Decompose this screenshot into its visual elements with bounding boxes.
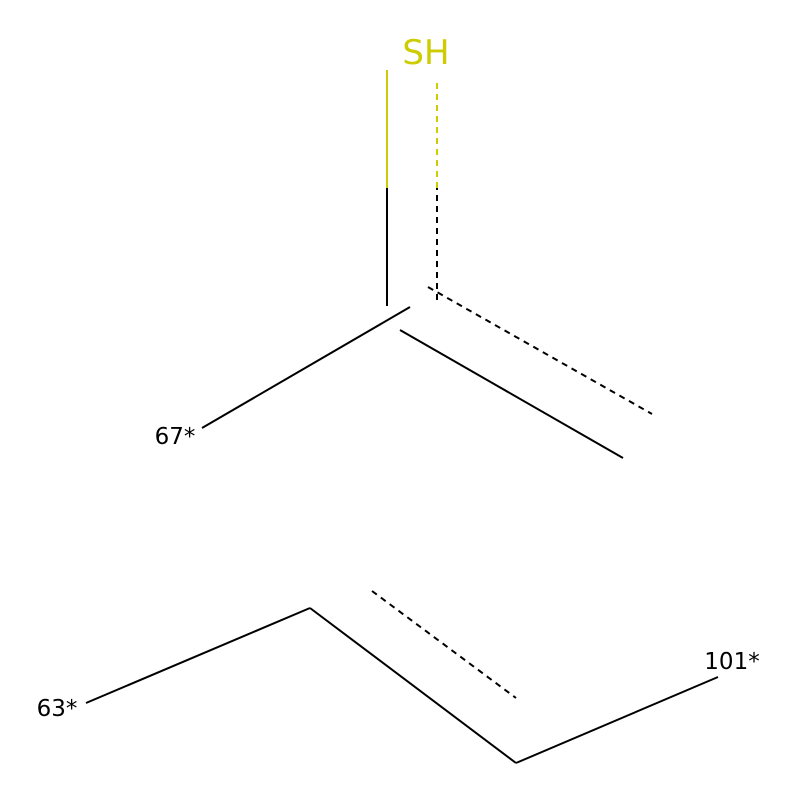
bond-double-dashed	[371, 590, 517, 699]
bond-double-solid	[309, 607, 517, 764]
attachment-67-label: 67*	[155, 424, 196, 450]
upper-fragment: SH 67*	[155, 33, 653, 459]
bond-to-63	[85, 607, 311, 704]
bond-to-67	[201, 306, 411, 429]
sh-label: SH	[402, 33, 449, 73]
bond-right-dashed	[427, 286, 653, 415]
attachment-63-label: 63*	[37, 696, 78, 722]
bond-to-101	[515, 676, 719, 764]
bond-right-solid	[399, 329, 624, 459]
lower-fragment: 63* 101*	[37, 590, 760, 764]
attachment-101-label: 101*	[704, 649, 759, 675]
